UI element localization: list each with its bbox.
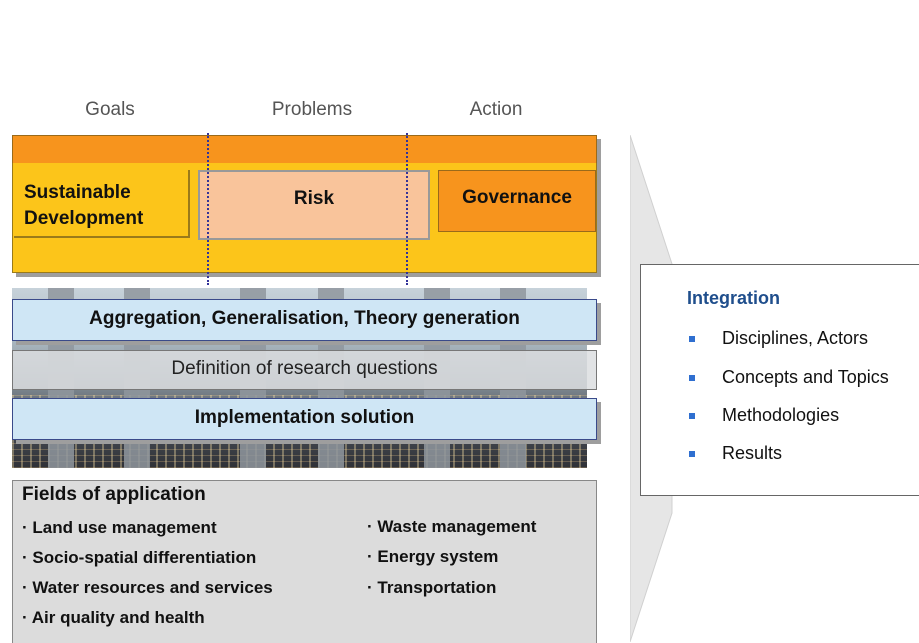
aggregation-label: Aggregation, Generalisation, Theory gene… bbox=[89, 308, 520, 329]
bullet-icon bbox=[689, 413, 695, 419]
development-label: Development bbox=[24, 208, 144, 229]
integration-title: Integration bbox=[687, 288, 780, 308]
integration-item: Disciplines, Actors bbox=[722, 328, 869, 348]
definition-bar: Definition of research questions bbox=[12, 350, 597, 390]
field-item: · Socio-spatial differentiation bbox=[22, 548, 257, 567]
field-item: · Water resources and services bbox=[22, 578, 273, 597]
divider-goals-problems bbox=[207, 133, 209, 285]
sustainable-development-box: Sustainable Development bbox=[14, 170, 190, 238]
field-item: · Transportation bbox=[367, 578, 497, 597]
aggregation-bar: Aggregation, Generalisation, Theory gene… bbox=[12, 299, 597, 341]
column-header-goals: Goals bbox=[85, 99, 135, 120]
column-header-action: Action bbox=[469, 99, 523, 120]
governance-box: Governance bbox=[438, 170, 596, 232]
integration-item: Concepts and Topics bbox=[722, 367, 889, 387]
integration-item: Methodologies bbox=[722, 405, 840, 425]
field-item: · Waste management bbox=[367, 517, 537, 536]
risk-label: Risk bbox=[293, 188, 335, 209]
integration-item: Results bbox=[722, 443, 783, 463]
orange-band bbox=[12, 135, 597, 165]
field-item: · Air quality and health bbox=[22, 608, 205, 627]
sustainable-label: Sustainable bbox=[24, 182, 131, 203]
divider-problems-action bbox=[406, 133, 408, 285]
bullet-icon bbox=[689, 375, 695, 381]
field-item: · Energy system bbox=[367, 547, 499, 566]
implementation-bar: Implementation solution bbox=[12, 398, 597, 440]
definition-label: Definition of research questions bbox=[171, 358, 438, 379]
integration-box bbox=[640, 264, 919, 496]
governance-label: Governance bbox=[462, 187, 572, 208]
bullet-icon bbox=[689, 336, 695, 342]
bullet-icon bbox=[689, 451, 695, 457]
implementation-label: Implementation solution bbox=[194, 407, 415, 428]
column-header-problems: Problems bbox=[271, 99, 353, 120]
fields-title: Fields of application bbox=[22, 484, 206, 505]
fields-of-application-box bbox=[12, 480, 597, 643]
risk-box: Risk bbox=[198, 170, 430, 240]
field-item: · Land use management bbox=[22, 518, 217, 537]
